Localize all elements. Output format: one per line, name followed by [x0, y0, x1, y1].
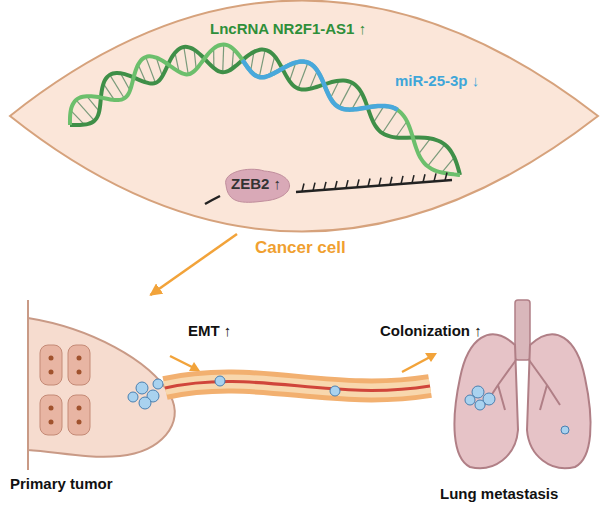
- cancer-cell: LncRNA NR2F1-AS1 ↑miR-25-3p ↓Cancer cell…: [0, 0, 600, 232]
- node-text: Lung metastasis: [440, 485, 558, 503]
- node-text: LncRNA NR2F1-AS1 ↑: [210, 20, 366, 38]
- node-text: miR-25-3p ↓: [395, 72, 479, 90]
- node-text: Cancer cell: [255, 238, 346, 258]
- node-text: Primary tumor: [10, 475, 113, 493]
- blood-vessel: [165, 376, 430, 396]
- lung-panel: Lung metastasis: [440, 285, 598, 520]
- flow-arrow: [170, 353, 437, 372]
- process-label: EMT ↑: [188, 322, 231, 340]
- primary-tumor-panel: Primary tumor: [10, 295, 190, 500]
- breast-illustration: [28, 300, 175, 470]
- node-text: ZEB2 ↑: [231, 175, 281, 193]
- flow-arrow: [150, 234, 237, 295]
- protein-blob: ZEB2 ↑: [218, 168, 295, 202]
- process-label: Colonization ↑: [380, 322, 482, 340]
